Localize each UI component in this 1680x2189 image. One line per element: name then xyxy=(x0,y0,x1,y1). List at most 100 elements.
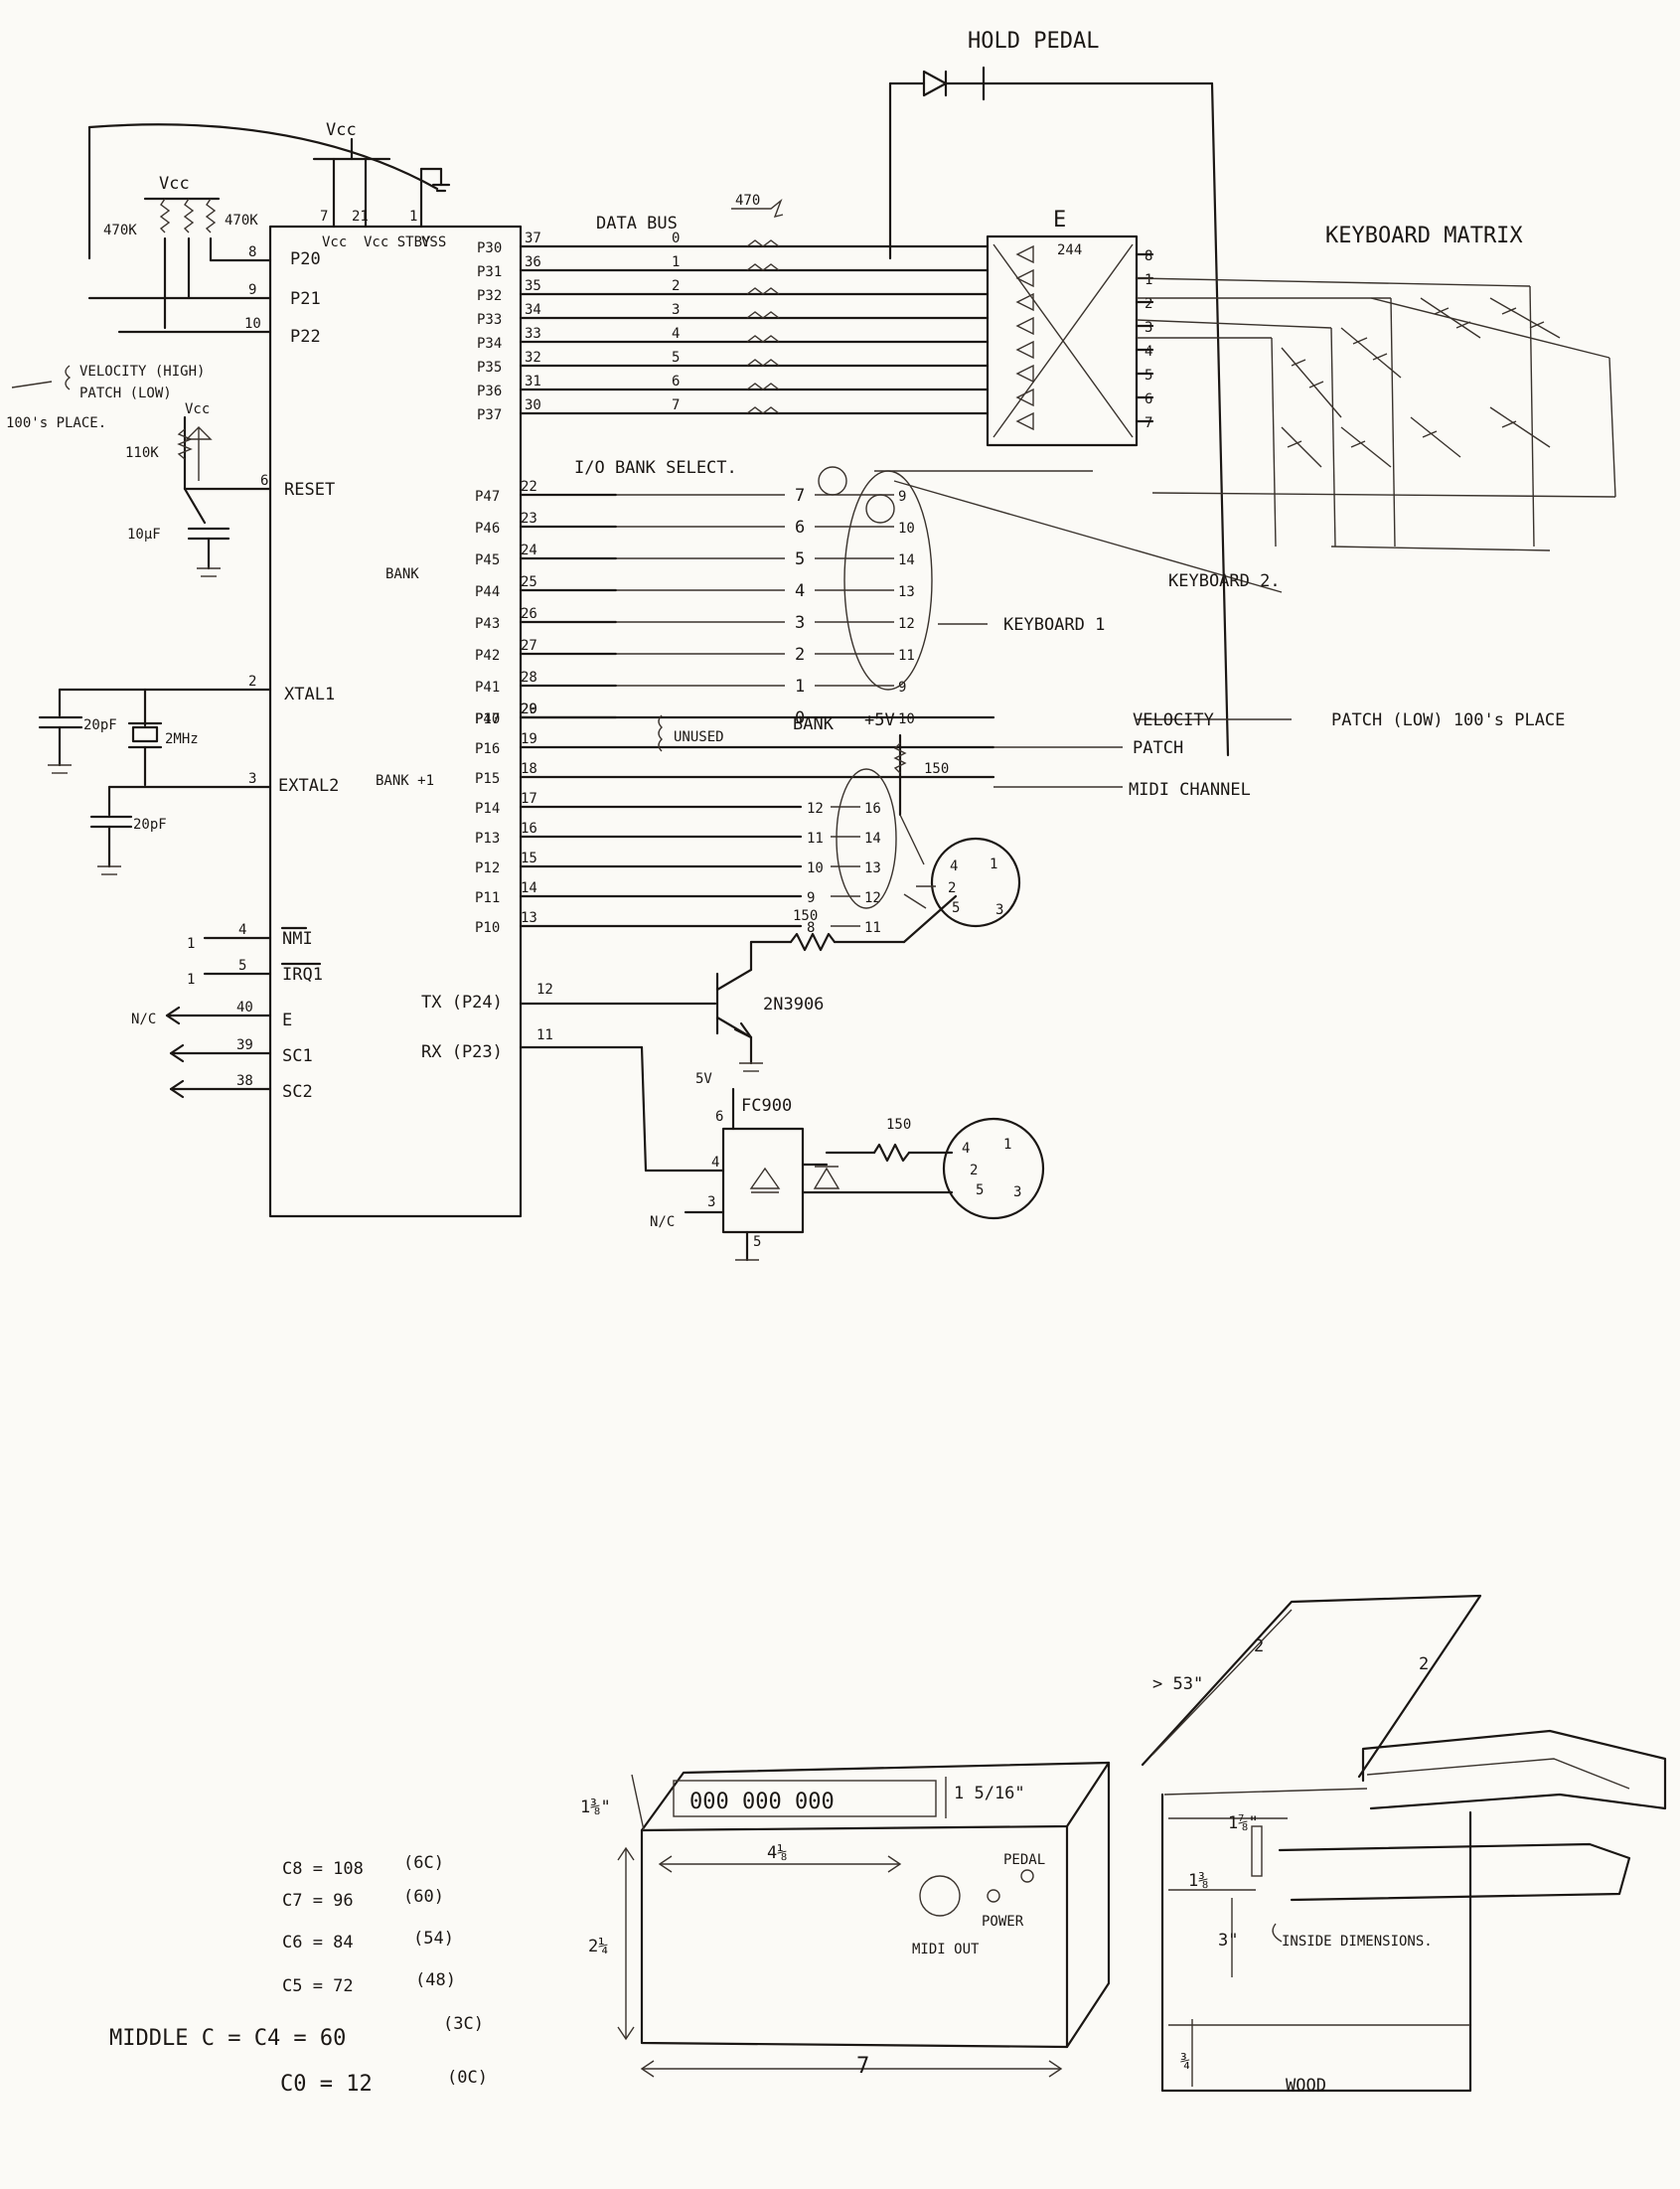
five-v-label: 5V xyxy=(695,1071,712,1087)
din-bottom-pin-1: 1 xyxy=(1003,1137,1011,1153)
port1-pin-label: P10 xyxy=(475,920,500,936)
dim-depth: > 53" xyxy=(1152,1674,1203,1694)
keyboard-matrix: KEYBOARD MATRIX xyxy=(1136,224,1616,551)
bus-resistor xyxy=(746,239,780,247)
dim-3-4: ¾ xyxy=(1180,2052,1190,2072)
note-c6-hex: (54) xyxy=(413,1929,454,1949)
din-top-pin-1: 1 xyxy=(990,857,997,872)
note-c7-hex: (60) xyxy=(403,1887,444,1907)
dim-1-7-8: 1⅞" xyxy=(1228,1813,1259,1833)
din-bottom-pin-2: 2 xyxy=(970,1163,978,1178)
reset-circuit: Vcc 110K 6 RESET 10µF xyxy=(125,401,335,577)
port4-connector-pin: 10 xyxy=(898,711,915,727)
pin-vcc-label: Vcc xyxy=(322,235,347,250)
port3-pin-label: P31 xyxy=(477,264,502,280)
buffer-gate xyxy=(1015,244,1034,264)
r150-tx-label: 150 xyxy=(793,908,818,924)
reset-label: RESET xyxy=(284,480,335,500)
midi-channel-label: MIDI CHANNEL xyxy=(1129,780,1251,800)
port1-pin-number: 14 xyxy=(521,880,537,896)
crystal-circuit: 20pF 2MHz 2 XTAL1 20pF 3 EXTAL2 xyxy=(38,674,339,875)
port4-bit: 2 xyxy=(795,645,805,665)
e-label: E xyxy=(282,1011,292,1030)
p21-label: P21 xyxy=(290,289,321,309)
port4-connector-pin: 14 xyxy=(898,552,915,568)
buffer-gate xyxy=(1015,388,1034,407)
port1-wire-a: 9 xyxy=(807,890,815,906)
plus5v-label: +5V xyxy=(864,710,895,730)
vcc-reset-label: Vcc xyxy=(185,401,210,417)
opto-pin-6: 6 xyxy=(715,1109,723,1125)
note-c7: C7 = 96 xyxy=(282,1891,354,1911)
unused-label: UNUSED xyxy=(674,729,724,745)
velocity-high-note: VELOCITY (HIGH) xyxy=(79,364,205,380)
patch-right-label: PATCH xyxy=(1133,738,1183,758)
buffer-gate xyxy=(1015,316,1034,336)
port4-pin-label: P46 xyxy=(475,521,500,537)
port4-pin-label: P42 xyxy=(475,648,500,664)
buffer-gate xyxy=(1015,411,1034,431)
port1-pin-label: P14 xyxy=(475,801,500,817)
p20-label: P20 xyxy=(290,249,321,269)
port1-pin-label: P15 xyxy=(475,771,500,787)
data-bus-title: DATA BUS xyxy=(596,214,678,234)
pin-vss-label: VSS xyxy=(421,235,446,250)
p21-num: 9 xyxy=(248,282,256,298)
pin-num-stby: 21 xyxy=(352,209,369,225)
port1-wire-a: 11 xyxy=(807,831,824,847)
note-c6: C6 = 84 xyxy=(282,1933,354,1953)
port3-pin-number: 30 xyxy=(525,397,541,413)
xtal2-label: EXTAL2 xyxy=(278,776,339,796)
r150-midi-label: 150 xyxy=(924,761,949,777)
din-bottom-pin-4: 4 xyxy=(962,1141,970,1157)
port4-connector-pin: 9 xyxy=(898,680,906,696)
reset-num: 6 xyxy=(260,473,268,489)
port3-bit: 5 xyxy=(672,350,680,366)
note-c5-hex: (48) xyxy=(415,1970,456,1990)
buffer-gate xyxy=(1015,292,1034,312)
port3-pin-number: 35 xyxy=(525,278,541,294)
resistor-110k: 110K xyxy=(125,445,159,461)
port4-pin-number: 29 xyxy=(521,702,537,717)
patch-low-100s-label: PATCH (LOW) 100's PLACE xyxy=(1331,710,1565,730)
opto-nc: N/C xyxy=(650,1214,675,1230)
irq-label: IRQ1 xyxy=(282,965,323,985)
port1-pin-label: P16 xyxy=(475,741,500,757)
port4-pin-number: 22 xyxy=(521,479,537,495)
dim-top-height: 1⅜" xyxy=(580,1798,611,1817)
dim-display: 1 5/16" xyxy=(954,1784,1025,1803)
bus-resistor xyxy=(746,263,780,271)
velocity-note: VELOCITY (HIGH) PATCH (LOW) 100's PLACE. xyxy=(6,364,205,431)
crystal-2mhz: 2MHz xyxy=(165,731,199,747)
irq-tie: 1 xyxy=(187,972,195,988)
port1-wire-a: 12 xyxy=(807,801,824,817)
port2-pullups: Vcc 470K 470K 8 9 10 P20 P21 P22 xyxy=(87,123,439,347)
dim-3: 3" xyxy=(1218,1931,1238,1951)
din-bottom-pin-3: 3 xyxy=(1013,1184,1021,1200)
nmi-num: 4 xyxy=(238,922,246,938)
buffer-output-number: 5 xyxy=(1145,368,1152,384)
opto-pin-5: 5 xyxy=(753,1234,761,1250)
dim-side-b: 2 xyxy=(1419,1654,1429,1674)
tx-num: 12 xyxy=(536,982,553,998)
transistor-label: 2N3906 xyxy=(763,995,824,1015)
port3-pin-number: 34 xyxy=(525,302,541,318)
port1-pin-number: 16 xyxy=(521,821,537,837)
tx-label: TX (P24) xyxy=(421,993,503,1013)
dim-width: 7 xyxy=(856,2054,869,2079)
wood-label: WOOD xyxy=(1286,2076,1326,2096)
bus-resistor xyxy=(746,359,780,367)
e-num: 40 xyxy=(236,1000,253,1016)
pin-num-vss: 1 xyxy=(409,209,417,225)
note-c8-hex: (6C) xyxy=(403,1853,444,1873)
port1-pin-number: 18 xyxy=(521,761,537,777)
opto-pin-4: 4 xyxy=(711,1155,719,1171)
vcc-pullup-label: Vcc xyxy=(159,174,190,194)
port1-wire-b: 16 xyxy=(864,801,881,817)
buffer-output-number: 6 xyxy=(1145,391,1152,407)
rx-label: RX (P23) xyxy=(421,1042,503,1062)
note-c5: C5 = 72 xyxy=(282,1976,354,1996)
pin-stby-label: Vcc STBY xyxy=(364,235,431,250)
port4-connector-pin: 13 xyxy=(898,584,915,600)
